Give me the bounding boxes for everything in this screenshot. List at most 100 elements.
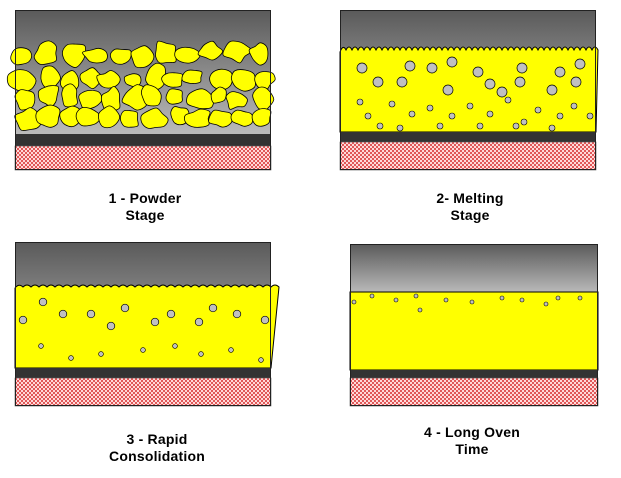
air-bubble: [426, 104, 434, 112]
air-bubble: [499, 295, 505, 301]
powder-particle: [161, 72, 184, 88]
powder-particle: [225, 91, 248, 110]
caption-line-1: 4 - Long Oven: [424, 424, 520, 440]
air-bubble: [504, 96, 512, 104]
caption-rapid-consolidation: 3 - Rapid Consolidation: [57, 431, 257, 465]
air-bubble: [413, 293, 419, 299]
air-bubble: [586, 112, 594, 120]
panel-rapid-consolidation: [14, 242, 280, 407]
air-bubble: [208, 303, 218, 313]
air-bubble: [228, 347, 234, 353]
caption-melting-stage: 2- Melting Stage: [370, 190, 570, 224]
air-bubble: [388, 100, 396, 108]
powder-particle: [130, 45, 155, 69]
air-bubble: [514, 76, 526, 88]
air-bubble: [140, 347, 146, 353]
caption-long-oven-time: 4 - Long Oven Time: [372, 424, 572, 458]
caption-line-1: 3 - Rapid: [126, 431, 188, 447]
caption-line-1: 1 - Powder: [108, 190, 182, 206]
air-bubble: [496, 86, 508, 98]
substrate-layer: [14, 377, 272, 407]
melted-coating-layer: [339, 46, 599, 133]
air-bubble: [534, 106, 542, 114]
air-region: [350, 244, 598, 294]
air-bubble: [166, 309, 176, 319]
air-bubble: [476, 122, 484, 130]
air-bubble: [198, 351, 204, 357]
substrate-layer: [14, 145, 272, 171]
consolidated-coating: [14, 284, 280, 369]
powder-particle: [79, 67, 104, 90]
air-bubble: [351, 299, 357, 305]
residual-air-bubbles: [351, 293, 583, 313]
air-bubble: [570, 76, 582, 88]
powder-particle: [78, 89, 103, 111]
air-bubble: [417, 307, 423, 313]
trapped-air-bubbles: [356, 56, 594, 132]
air-bubble: [448, 112, 456, 120]
air-bubble: [484, 78, 496, 90]
powder-particle: [62, 43, 87, 68]
air-bubble: [512, 122, 520, 130]
substrate-layer: [349, 377, 599, 407]
powder-particle: [37, 85, 60, 108]
metal-substrate-line: [340, 132, 596, 142]
powder-particle: [59, 105, 82, 128]
powder-particle: [230, 109, 254, 127]
powder-particle: [75, 106, 102, 127]
caption-line-2: Stage: [450, 207, 490, 223]
air-bubble: [260, 315, 270, 325]
powder-particle: [33, 40, 57, 65]
panel-melting-stage: [339, 10, 599, 171]
panel-long-oven-time: [349, 244, 599, 407]
air-bubble: [364, 112, 372, 120]
powder-particle: [10, 47, 33, 66]
air-bubble: [486, 110, 494, 118]
air-bubble: [570, 102, 578, 110]
powder-particle: [197, 40, 224, 61]
powder-particle: [210, 86, 227, 104]
powder-particle: [120, 109, 139, 128]
air-bubble: [68, 355, 74, 361]
panel-powder-stage: [6, 10, 276, 171]
caption-powder-stage: 1 - Powder Stage: [45, 190, 245, 224]
air-bubble: [86, 309, 96, 319]
powder-particle: [61, 83, 78, 108]
metal-substrate-line: [350, 370, 598, 378]
powder-particle: [186, 88, 215, 110]
air-bubble: [194, 317, 204, 327]
air-bubble: [404, 60, 416, 72]
powder-particle: [140, 84, 162, 107]
air-bubble: [472, 66, 484, 78]
air-bubble: [555, 295, 561, 301]
air-bubble: [372, 76, 384, 88]
trapped-air-bubbles: [18, 297, 270, 363]
air-bubble: [446, 56, 458, 68]
caption-line-2: Stage: [125, 207, 165, 223]
powder-particle: [181, 69, 203, 84]
air-bubble: [38, 343, 44, 349]
panel-border: [15, 10, 271, 170]
powder-particles: [6, 40, 276, 131]
powder-particle: [251, 108, 272, 127]
air-bubble: [516, 62, 528, 74]
air-bubble: [58, 309, 68, 319]
air-bubble: [442, 84, 454, 96]
air-bubble: [150, 317, 160, 327]
powder-particle: [222, 40, 253, 64]
air-bubble: [546, 84, 558, 96]
powder-particle: [174, 46, 201, 64]
powder-particle: [165, 88, 183, 105]
air-bubble: [369, 293, 375, 299]
powder-particle: [230, 69, 256, 92]
air-bubble: [396, 124, 404, 132]
air-bubble: [356, 98, 364, 106]
panel-border: [350, 244, 598, 406]
panel-border: [15, 242, 271, 406]
air-bubble: [466, 102, 474, 110]
panel-border: [340, 10, 596, 170]
air-bubble: [443, 297, 449, 303]
air-bubble: [396, 76, 408, 88]
air-bubble: [393, 297, 399, 303]
